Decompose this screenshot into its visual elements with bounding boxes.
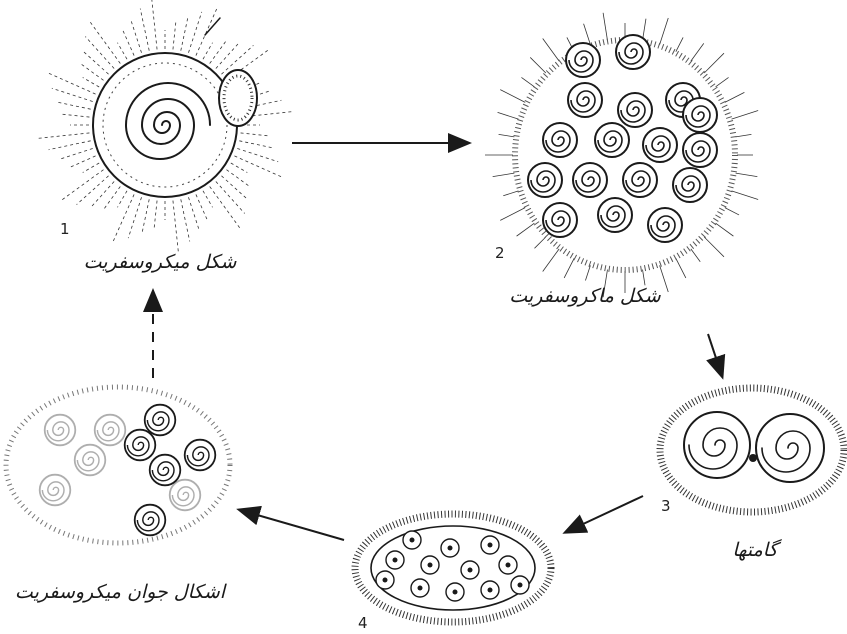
protoplasm-blob (219, 70, 257, 126)
stage-3-caption: گامتها (732, 538, 782, 561)
arrow-4-to-5 (240, 510, 344, 540)
stage-3-number: 3 (661, 497, 671, 515)
stage-4-zygote-cyst: 4 (355, 514, 551, 632)
stage-2-caption: شکل ماکروسفریت (509, 285, 662, 307)
test-outer-wall (93, 53, 237, 197)
arrow-3-to-4 (566, 496, 643, 532)
cyst-wall (355, 514, 551, 622)
stage-1-microspheric-form: 1 شکل میکروسفریت (39, 0, 292, 273)
stage-5-young-microspheric-forms: اشکال جوان میکروسفریت (6, 387, 230, 603)
stage-3-gametes: 3 گامتها (660, 388, 844, 561)
stage-1-number: 1 (60, 220, 70, 238)
arrow-2-to-3 (708, 334, 722, 376)
gamete-shell-left (684, 412, 750, 478)
pointer-line (205, 18, 220, 35)
stage-1-caption: شکل میکروسفریت (84, 251, 238, 273)
stage-2-macrospheric-form: 2 شکل ماکروسفریت (485, 13, 758, 307)
stage-2-number: 2 (495, 244, 505, 262)
stage-4-number: 4 (358, 614, 368, 632)
stage-5-caption: اشکال جوان میکروسفریت (15, 581, 228, 603)
